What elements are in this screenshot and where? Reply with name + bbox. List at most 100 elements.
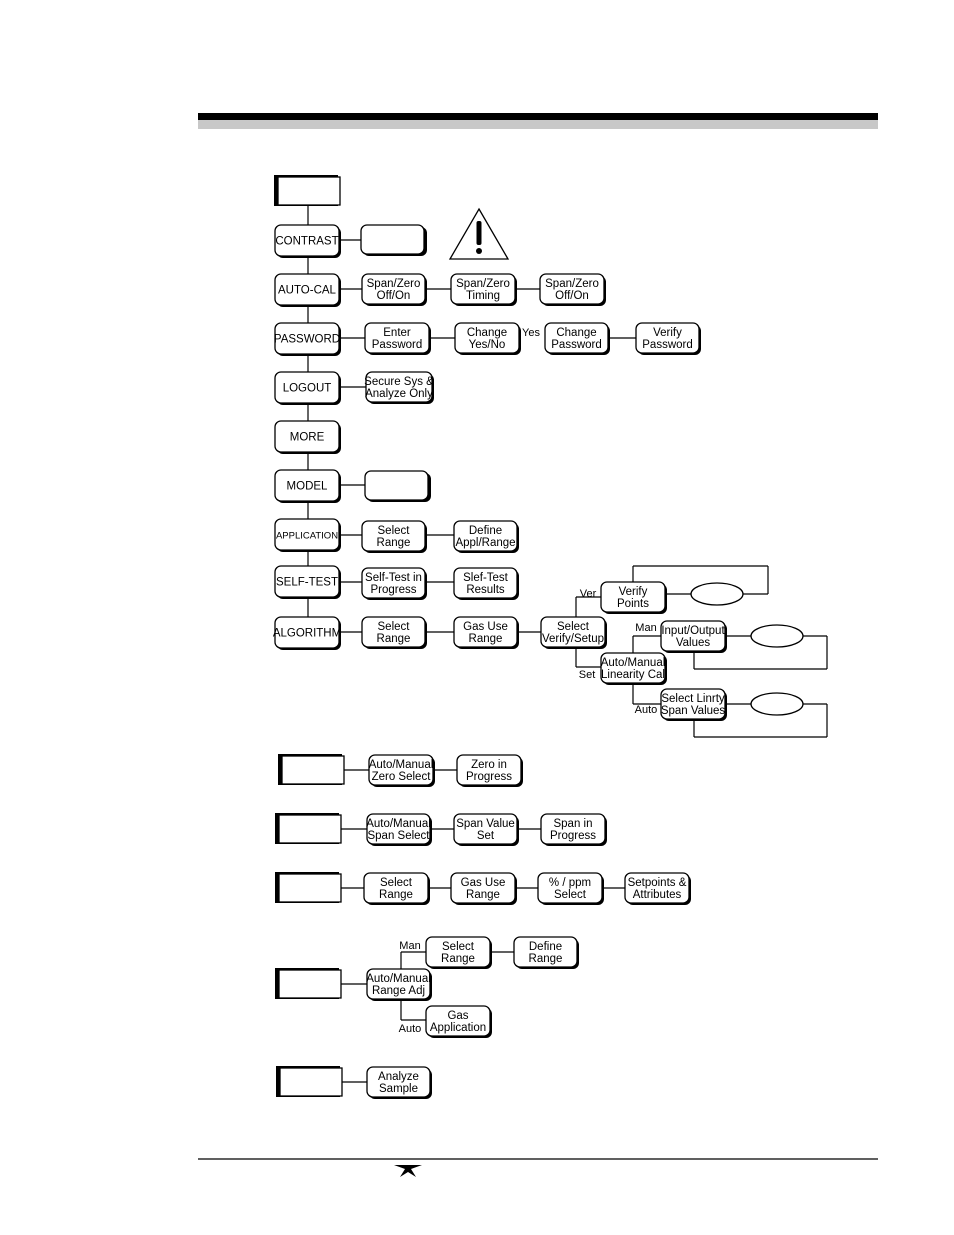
node-label: Setpoints & [628,877,687,889]
node-label: Secure Sys & [364,376,434,388]
node-label: Range [377,537,411,549]
node-label: Set [477,830,495,842]
node-contrast: CONTRAST [274,224,341,258]
node-application: APPLICATION [274,518,341,552]
node-autocal: AUTO-CAL [274,273,341,307]
verify-points-ellipse [690,582,744,606]
node-label: Range [529,953,563,965]
node-label: MORE [290,432,325,444]
node-label: Slef-Test [463,572,509,584]
input-output-ellipse [750,624,804,648]
node-label: Range [466,889,500,901]
node-label: Off/On [555,290,589,302]
blank-model-value-box [364,470,431,502]
node-logout: LOGOUT [274,371,341,405]
node-label: Select [557,621,590,633]
node-password: PASSWORD [274,322,341,356]
node-label: LOGOUT [283,383,332,395]
node-label: AUTO-CAL [278,285,337,297]
blank-header-box-span [275,813,342,844]
node-label: Auto/Manual [366,818,431,830]
blank-header-box-range [275,968,342,999]
node-model: MODEL [274,469,341,503]
blank-header-box-main [274,175,341,206]
node-label: Span Values [661,705,726,717]
blank-header-box-zero [278,754,345,785]
node-label: SELF-TEST [276,577,338,589]
node-label: Progress [550,830,596,842]
node-label: Select [378,525,411,537]
node-label: Verify [619,586,648,598]
node-label: Analyze [378,1071,419,1083]
node-label: MODEL [287,481,329,493]
linearity-span-ellipse [750,692,804,716]
node-label: Change [467,327,507,339]
node-label: Span Value [456,818,515,830]
node-label: Define [469,525,502,537]
range-auto-label: Auto [399,1023,422,1035]
auto-label: Auto [635,704,658,716]
node-label: Zero Select [372,771,432,783]
node-algorithm: ALGORITHM [273,616,341,650]
node-label: Analyze Only [365,388,433,400]
node-label: Auto/Manual [366,973,431,985]
connector-lines [339,239,828,1083]
node-label: APPLICATION [276,531,338,542]
node-label: Results [466,584,505,596]
node-label: Span in [553,818,592,830]
node-label: Password [642,339,693,351]
node-label: % / ppm [549,877,591,889]
ver-label: Ver [580,588,597,600]
node-label: Span Select [367,830,430,842]
node-label: ALGORITHM [273,628,341,640]
node-label: Span/Zero [367,278,421,290]
node-setpoints: Setpoints &Attributes [624,872,691,905]
node-label: Attributes [633,889,682,901]
node-label: Select [554,889,587,901]
node-label: CONTRAST [275,236,338,248]
node-label: Range [377,633,411,645]
node-label: Range [379,889,413,901]
node-label: Sample [379,1083,418,1095]
node-label: Gas Use [461,877,506,889]
node-label: Linearity Cal [601,669,665,681]
node-selftest: SELF-TEST [274,565,341,599]
node-secure-sys: Secure Sys &Analyze Only [364,371,434,404]
teledyne-logo [394,1165,422,1177]
node-label: Application [430,1022,486,1034]
header-rule [198,113,878,129]
man-label: Man [635,622,656,634]
node-label: Zero in [471,759,507,771]
node-label: PASSWORD [274,334,340,346]
node-label: Auto/Manual [601,657,666,669]
node-label: Verify [653,327,682,339]
yes-label: Yes [522,327,540,339]
node-label: Auto/Manual [369,759,434,771]
node-label: Range [469,633,503,645]
set-label: Set [579,669,596,681]
node-label: Gas Use [463,621,508,633]
